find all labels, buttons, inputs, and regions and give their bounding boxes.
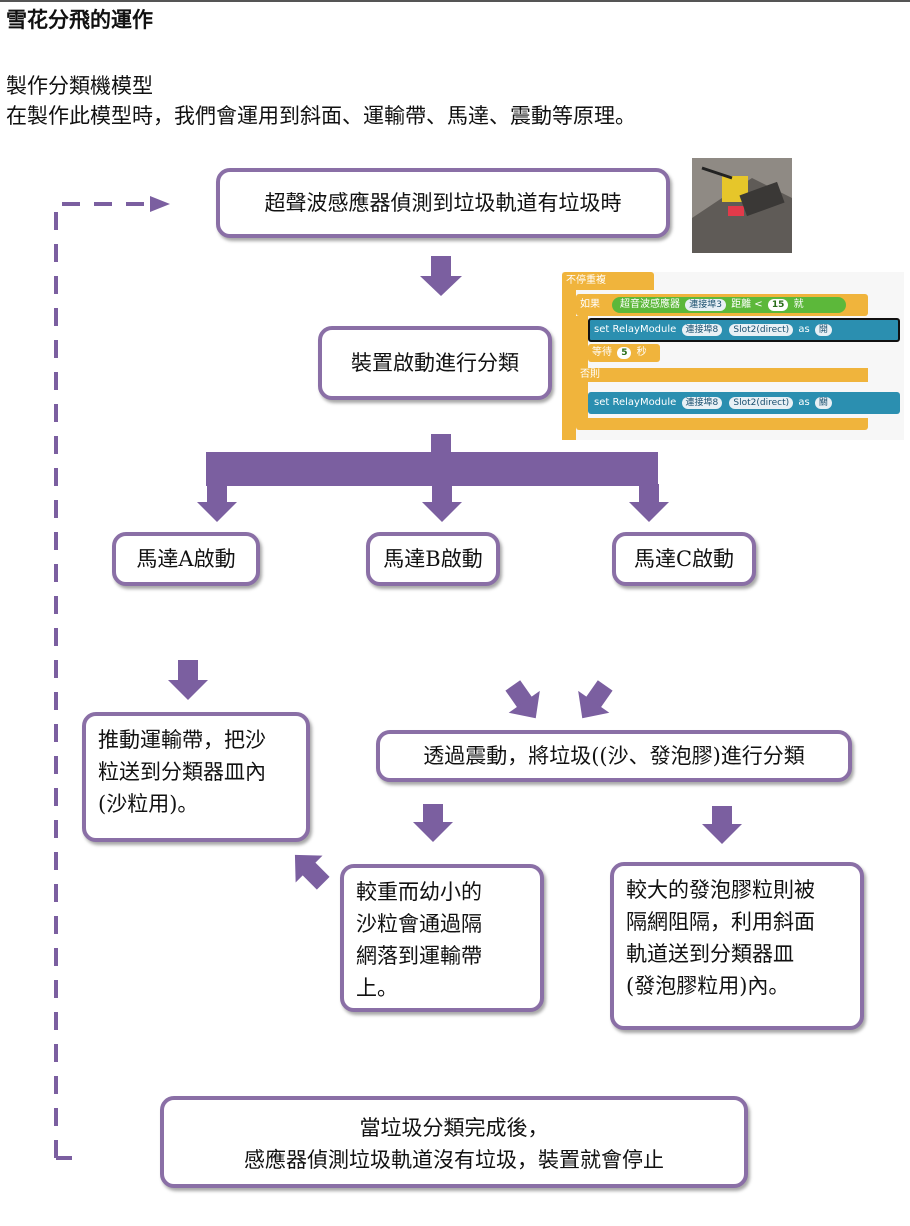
step-device-start: 裝置啟動進行分類 bbox=[318, 326, 552, 400]
foam-line-2: 隔網阻隔，利用斜面 bbox=[626, 910, 815, 934]
step-sensor-detect-label: 超聲波感應器偵測到垃圾軌道有垃圾時 bbox=[264, 191, 622, 215]
forever-label: 不停重複 bbox=[566, 275, 606, 286]
motor-b-box: 馬達B啟動 bbox=[366, 532, 500, 586]
conveyor-line-2: 粒送到分類器皿內 bbox=[98, 760, 266, 784]
sand-line-1: 較重而幼小的 bbox=[356, 880, 482, 904]
conveyor-box: 推動運輸帶，把沙 粒送到分類器皿內 (沙粒用)。 bbox=[82, 712, 310, 842]
else-label: 否則 bbox=[580, 369, 600, 380]
port8-pill-2: 連接埠8 bbox=[681, 397, 723, 409]
vibration-box: 透過震動，將垃圾((沙、發泡膠)進行分類 bbox=[376, 730, 852, 782]
sand-line-2: 沙粒會通過隔 bbox=[356, 912, 482, 936]
on-pill: 開 bbox=[814, 324, 832, 336]
port3-pill: 連接埠3 bbox=[685, 299, 726, 311]
step-sensor-detect: 超聲波感應器偵測到垃圾軌道有垃圾時 bbox=[216, 168, 670, 238]
motor-b-label: 馬達B啟動 bbox=[383, 547, 483, 571]
foam-line-4: (發泡膠粒用)內。 bbox=[626, 974, 790, 998]
if-block-side bbox=[576, 316, 588, 368]
conveyor-line-3: (沙粒用)。 bbox=[98, 792, 199, 816]
if-label: 如果 bbox=[580, 299, 600, 310]
slot-pill: Slot2(direct) bbox=[729, 324, 794, 336]
off-pill: 關 bbox=[814, 397, 832, 409]
distance-label: 距離 bbox=[731, 299, 752, 310]
if-block-bottom bbox=[576, 418, 868, 430]
wait-label: 等待 bbox=[592, 347, 612, 358]
port8-pill: 連接埠8 bbox=[681, 324, 723, 336]
forever-block-top bbox=[562, 272, 654, 290]
top-rule bbox=[0, 0, 910, 2]
as-label-2: as bbox=[798, 397, 810, 408]
as-label: as bbox=[798, 324, 810, 335]
end-line-2: 感應器偵測垃圾軌道沒有垃圾，裝置就會停止 bbox=[244, 1148, 664, 1172]
sensor-photo bbox=[692, 158, 792, 253]
foam-box: 較大的發泡膠粒則被 隔網阻隔，利用斜面 軌道送到分類器皿 (發泡膠粒用)內。 bbox=[610, 862, 864, 1030]
foam-line-3: 軌道送到分類器皿 bbox=[626, 942, 794, 966]
set-relay-label: set RelayModule bbox=[594, 324, 677, 335]
sensor-photo-drawing bbox=[692, 158, 792, 253]
threshold-pill: 15 bbox=[767, 299, 789, 311]
foam-line-1: 較大的發泡膠粒則被 bbox=[626, 878, 815, 902]
end-line-1: 當垃圾分類完成後， bbox=[359, 1116, 549, 1140]
motor-a-label: 馬達A啟動 bbox=[136, 547, 236, 571]
block-code-panel: 不停重複 如果 超音波感應器 連接埠3 距離 < 15 就 set RelayM… bbox=[562, 272, 904, 440]
forever-block-side bbox=[562, 290, 576, 440]
intro-line-2: 在製作此模型時，我們會運用到斜面、運輸帶、馬達、震動等原理。 bbox=[6, 104, 636, 128]
sensor-label: 超音波感應器 bbox=[620, 299, 680, 310]
end-box: 當垃圾分類完成後， 感應器偵測垃圾軌道沒有垃圾，裝置就會停止 bbox=[160, 1096, 748, 1188]
motor-c-box: 馬達C啟動 bbox=[612, 532, 756, 586]
motor-a-box: 馬達A啟動 bbox=[112, 532, 260, 586]
sec-label: 秒 bbox=[636, 347, 647, 358]
conveyor-line-1: 推動運輸帶，把沙 bbox=[98, 728, 266, 752]
lt-label: < bbox=[754, 299, 763, 310]
sand-line-4: 上。 bbox=[356, 976, 398, 1000]
sand-line-3: 網落到運輸帶 bbox=[356, 944, 482, 968]
intro-line-1: 製作分類機模型 bbox=[6, 74, 153, 98]
vibration-label: 透過震動，將垃圾((沙、發泡膠)進行分類 bbox=[423, 744, 805, 768]
else-block-side bbox=[576, 382, 588, 418]
motor-c-label: 馬達C啟動 bbox=[633, 547, 735, 571]
slot-pill-2: Slot2(direct) bbox=[729, 397, 794, 409]
step-device-start-label: 裝置啟動進行分類 bbox=[351, 351, 519, 375]
sand-box: 較重而幼小的 沙粒會通過隔 網落到運輸帶 上。 bbox=[340, 864, 544, 1012]
condition-block bbox=[612, 297, 846, 313]
page-title: 雪花分飛的運作 bbox=[6, 8, 153, 32]
else-block bbox=[576, 368, 868, 382]
wait-sec-pill: 5 bbox=[617, 347, 632, 359]
set-relay-label-2: set RelayModule bbox=[594, 397, 677, 408]
then-label: 就 bbox=[793, 299, 804, 310]
